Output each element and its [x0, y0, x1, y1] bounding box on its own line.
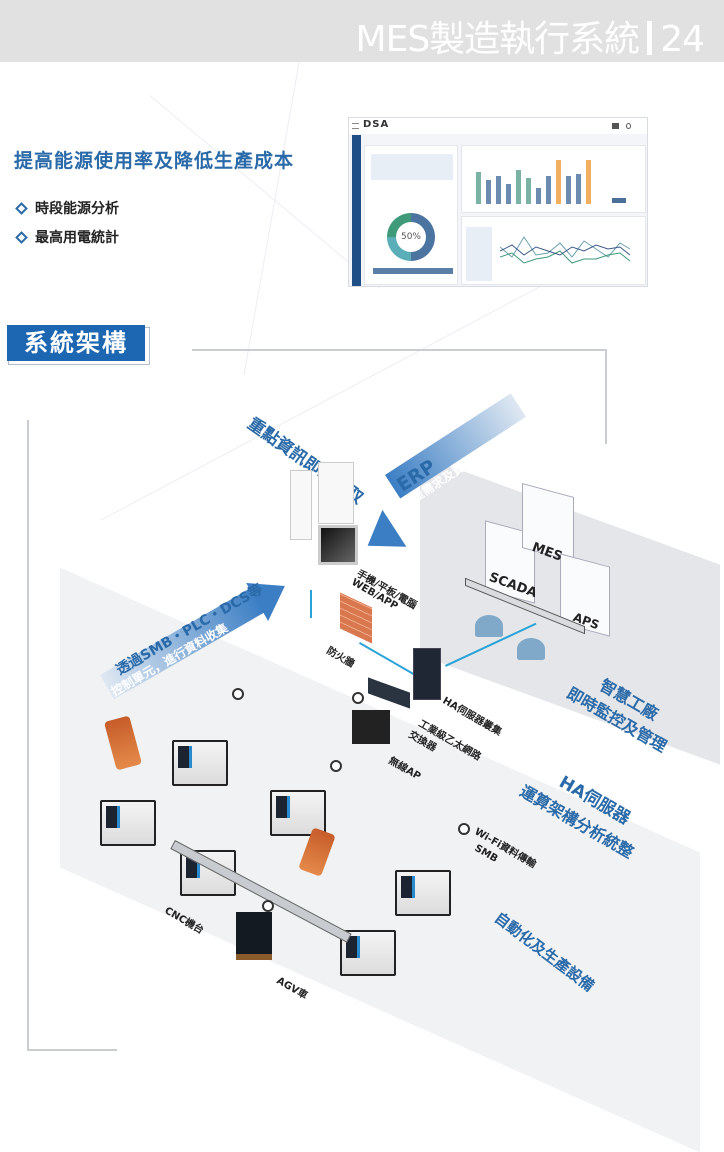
machine-screen: [346, 936, 360, 958]
bar: [516, 170, 521, 204]
arrow-head-icon: [355, 509, 407, 565]
wifi-icon: [352, 692, 364, 704]
tablet-screen: [318, 462, 354, 524]
feature-bullet: 最高用電統計: [15, 227, 119, 247]
machine-screen: [401, 876, 415, 898]
server-rack-icon: [413, 648, 441, 700]
firewall-icon: [340, 592, 372, 644]
notification-icon: [612, 123, 619, 129]
network-switch-icon: [368, 677, 410, 709]
bar-chart-panel: [461, 145, 646, 213]
dashboard-logo: DSA: [363, 119, 390, 130]
wifi-icon: [330, 760, 342, 772]
machine-screen: [276, 796, 290, 818]
bar: [526, 178, 531, 204]
frame-line: [192, 349, 606, 351]
background-line: [243, 59, 300, 376]
bullet-text: 最高用電統計: [35, 230, 119, 246]
frame-line: [27, 420, 29, 1050]
diamond-icon: [15, 201, 28, 215]
user-icon: [626, 123, 631, 129]
title-separator: [647, 21, 653, 55]
page-title: MES製造執行系統 24: [355, 18, 705, 62]
page-number: 24: [660, 19, 705, 60]
bar-chart: [472, 154, 592, 204]
wireless-ap-icon: [352, 710, 390, 744]
bar: [486, 180, 491, 204]
menu-icon: [352, 123, 359, 129]
firewall-label: 防火牆: [324, 645, 356, 670]
bar: [506, 184, 511, 204]
machine-screen: [106, 806, 120, 828]
agv-vehicle-icon: [236, 912, 272, 960]
computer-monitor: [318, 525, 358, 565]
line-series: [500, 250, 631, 264]
header-title-text: MES製造執行系統: [355, 19, 641, 60]
network-line: [359, 642, 421, 679]
energy-panel: 50%: [364, 145, 458, 285]
page-header: MES製造執行系統 24: [0, 0, 724, 62]
feature-bullet: 時段能源分析: [15, 198, 119, 218]
wifi-icon: [262, 900, 274, 912]
donut-value: 50%: [396, 222, 426, 252]
line-chart: [500, 236, 631, 264]
bullet-text: 時段能源分析: [35, 201, 119, 217]
line-series: [500, 244, 631, 256]
frame-line: [605, 349, 607, 444]
diamond-icon: [15, 230, 28, 244]
bar: [476, 172, 481, 204]
line-series: [500, 236, 631, 258]
panel-button: [612, 198, 626, 203]
filter-box: [371, 154, 453, 180]
dashboard-screenshot: DSA 50%: [348, 117, 648, 287]
donut-chart: 50%: [387, 213, 435, 261]
bar: [566, 176, 571, 204]
phone-screen: [290, 470, 312, 540]
bar: [556, 160, 561, 204]
table-header: [373, 268, 453, 274]
bar: [586, 160, 591, 204]
bar: [576, 174, 581, 204]
cnc-machine: [172, 740, 228, 786]
wifi-icon: [458, 823, 470, 835]
chair-icon: [475, 615, 503, 637]
dashboard-sidebar: [352, 135, 361, 286]
wifi-icon: [232, 688, 244, 700]
section-title-badge: 系統架構: [7, 325, 150, 365]
bar: [496, 176, 501, 204]
frame-line: [27, 1049, 117, 1051]
chair-icon: [517, 638, 545, 660]
line-chart-panel: [461, 216, 646, 285]
feature-headline: 提高能源使用率及降低生產成本: [14, 150, 295, 172]
bar: [536, 188, 541, 204]
filter-box: [466, 227, 492, 281]
bar: [546, 176, 551, 204]
machine-screen: [178, 746, 192, 768]
system-architecture-diagram: 重點資訊即時擷取 ERP 生產需求及資料資訊 手機/平板/電腦 WEB/APP …: [0, 380, 724, 1152]
cnc-machine: [395, 870, 451, 916]
network-line: [310, 590, 312, 618]
cnc-machine: [100, 800, 156, 846]
section-title: 系統架構: [7, 325, 145, 361]
dashboard-topbar: DSA: [349, 118, 647, 134]
